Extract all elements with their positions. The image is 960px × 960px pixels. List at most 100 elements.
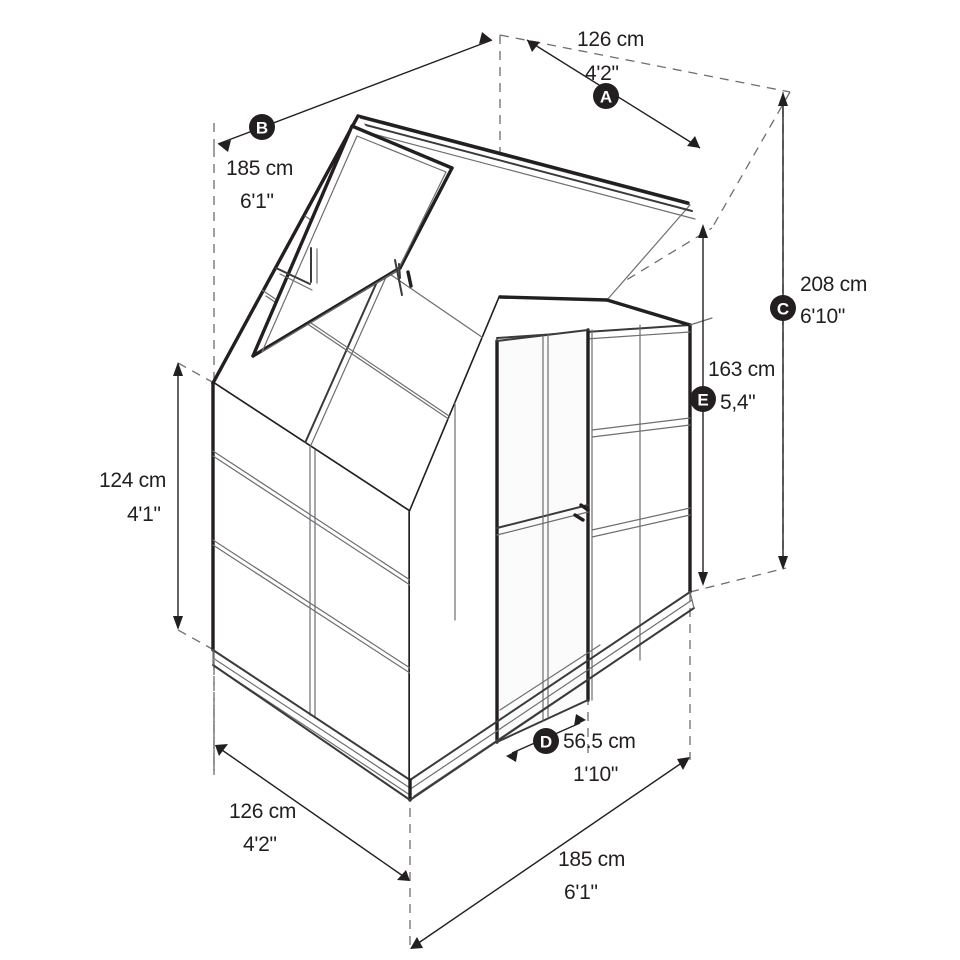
door-assembly[interactable] xyxy=(495,328,590,744)
dim-br-arrow-end xyxy=(677,757,690,770)
dim-d-badge: D xyxy=(540,733,552,752)
back-right-top xyxy=(689,317,713,326)
front-right-pane xyxy=(591,324,691,701)
dim-c-badge-circle xyxy=(770,295,796,321)
dim-br-metric: 185 cm xyxy=(558,848,625,871)
dim-b-badge: B xyxy=(256,119,268,138)
vent-right-inner xyxy=(397,171,447,271)
vent-top-inner xyxy=(356,135,447,173)
ridge-line-lower xyxy=(365,131,696,220)
dim-b-metric: 185 cm xyxy=(226,157,293,180)
dim-b-arrow-end xyxy=(479,32,492,44)
front-base-sill-b xyxy=(411,599,693,789)
vent-handle xyxy=(406,270,413,288)
dim-left-metric: 124 cm xyxy=(99,469,166,492)
roof-vent-window[interactable] xyxy=(251,124,454,358)
base-right-end xyxy=(689,591,695,609)
dim-e-badge: E xyxy=(697,391,708,410)
dimension-b: B 185 cm 6'1" xyxy=(217,32,493,213)
door-handle-b[interactable] xyxy=(573,513,585,522)
front-right-rail-1 xyxy=(591,417,691,431)
dimension-left-height: 124 cm 4'1" xyxy=(99,362,183,630)
dim-br-arrow-start xyxy=(410,937,423,949)
dimension-c: C 208 cm 6'10" xyxy=(770,92,867,570)
ridge-line-top xyxy=(356,114,690,205)
roof-back-right-edge xyxy=(606,204,691,301)
dim-e-imperial: 5,4" xyxy=(720,391,755,414)
dim-c-imperial: 6'10" xyxy=(800,305,845,328)
front-right-rail-2 xyxy=(591,507,691,531)
dimension-e: E 163 cm 5,4" xyxy=(690,224,775,586)
dim-d-arrow-start xyxy=(506,750,518,762)
ridge-beam xyxy=(356,114,696,220)
roof-front-left-rafter xyxy=(211,114,360,385)
dim-e-arrow-top xyxy=(698,224,708,238)
ext-top-back-right xyxy=(499,34,791,93)
dimension-a: 126 cm 4'2" A xyxy=(526,28,701,149)
dim-a-imperial: 4'2" xyxy=(585,62,619,85)
ext-left-bottom-tick xyxy=(177,629,215,651)
dim-a-arrow-end xyxy=(687,136,700,148)
dim-a-badge: A xyxy=(600,88,612,107)
front-base-sill xyxy=(409,591,691,781)
door-handle[interactable] xyxy=(579,503,590,512)
door-bottom-rail xyxy=(496,699,589,743)
wall-left-rail-2 xyxy=(212,539,411,669)
dim-e-arrow-bottom xyxy=(698,572,708,586)
dim-br-line xyxy=(416,761,684,945)
ext-right-diagonal xyxy=(711,91,791,229)
base-left-outer xyxy=(212,664,411,801)
wall-left-rail-1 xyxy=(212,450,411,581)
dimension-bottom-right: 185 cm 6'1" xyxy=(410,757,690,949)
vent-left-edge xyxy=(251,124,354,358)
dim-bl-metric: 126 cm xyxy=(229,800,296,823)
dim-c-metric: 208 cm xyxy=(800,273,867,296)
vent-hinge-bar xyxy=(275,267,311,285)
front-door-wall xyxy=(409,295,695,797)
base-foundation xyxy=(212,591,695,802)
dim-a-metric: 126 cm xyxy=(577,28,644,51)
dim-left-imperial: 4'1" xyxy=(127,503,161,526)
dim-left-arrow-top xyxy=(173,362,183,376)
dim-c-arrow-bottom xyxy=(778,556,788,570)
vent-right-edge xyxy=(398,166,454,270)
vent-arm-right xyxy=(394,259,403,296)
dim-b-imperial: 6'1" xyxy=(240,190,274,213)
dim-a-badge-circle xyxy=(593,83,619,109)
dimension-bottom-left: 126 cm 4'2" xyxy=(215,744,410,881)
vent-latch xyxy=(398,263,401,279)
wall-left-rail-1b xyxy=(212,455,411,586)
back-right-wall xyxy=(689,317,713,326)
dim-bl-line xyxy=(221,749,404,877)
front-top-short xyxy=(498,295,609,302)
front-eave-right xyxy=(605,298,692,327)
dim-bl-arrow-end xyxy=(397,870,410,881)
greenhouse-structure xyxy=(211,114,713,802)
dimension-d: D 56.5 cm 1'10" xyxy=(506,714,636,786)
dim-c-badge: C xyxy=(777,300,789,319)
wall-left-base-b xyxy=(212,657,411,789)
door-top-rail xyxy=(496,329,589,342)
dim-d-arrow-end xyxy=(574,714,586,726)
front-right-rail-2b xyxy=(591,514,691,538)
door-threshold xyxy=(499,644,601,711)
dim-br-imperial: 6'1" xyxy=(564,881,598,904)
vent-hinge-bar-b xyxy=(279,273,313,291)
dim-b-arrow-start xyxy=(218,140,231,152)
wall-left-base xyxy=(212,649,411,781)
dim-e-badge-circle xyxy=(690,386,716,412)
ridge-line-bottom xyxy=(361,123,693,212)
dim-d-imperial: 1'10" xyxy=(573,763,618,786)
dim-a-arrow-start xyxy=(527,40,540,52)
vent-bottom-edge xyxy=(251,266,402,358)
dim-d-badge-circle xyxy=(533,728,559,754)
front-right-rail-1b xyxy=(591,424,691,438)
vent-top-edge xyxy=(350,124,454,170)
dim-b-badge-circle xyxy=(249,114,275,140)
ext-base-right-to-c xyxy=(689,567,787,593)
dim-bl-imperial: 4'2" xyxy=(243,833,277,856)
dim-c-arrow-top xyxy=(778,92,788,106)
vent-left-inner xyxy=(261,135,358,353)
dim-e-metric: 163 cm xyxy=(708,358,775,381)
